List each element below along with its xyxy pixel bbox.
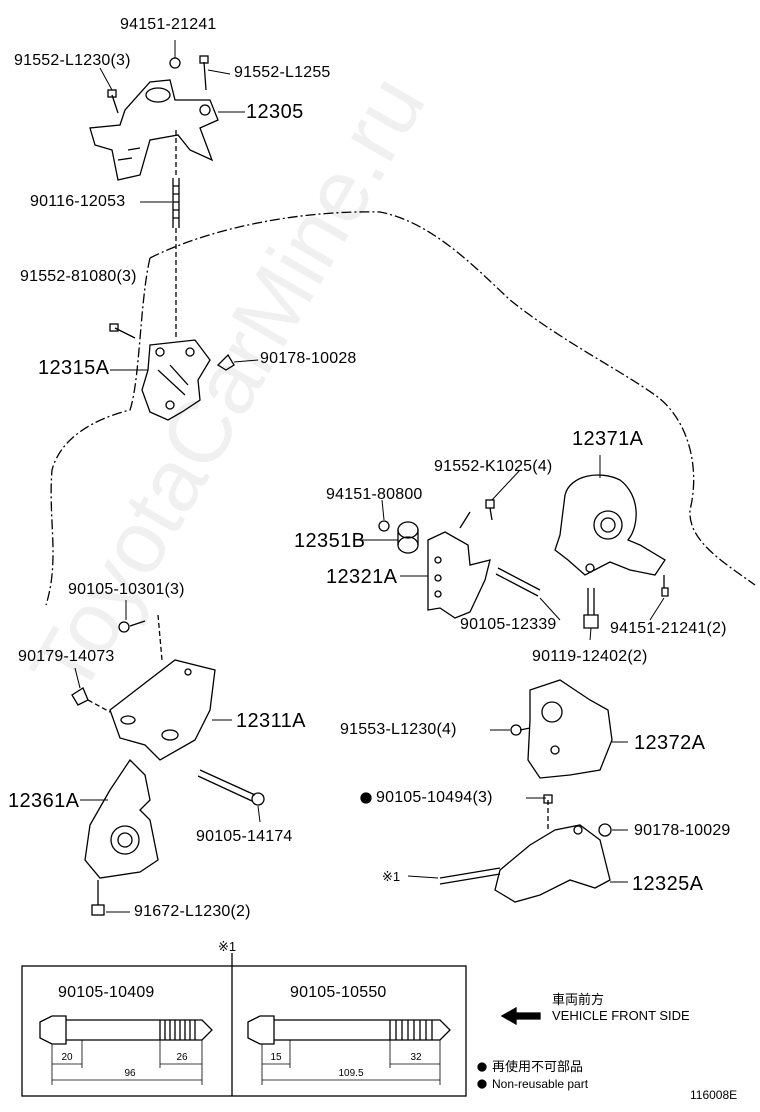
nut-90178-10029 bbox=[598, 823, 612, 837]
bolt-90105-12339 bbox=[495, 567, 541, 597]
label-91552-81080: 91552-81080(3) bbox=[20, 268, 137, 285]
engine-outline bbox=[149, 211, 756, 586]
bolt-table bbox=[21, 953, 467, 1097]
mount-12371A bbox=[554, 474, 666, 576]
label-12321A: 12321A bbox=[326, 566, 398, 588]
bolt2-d1: 15 bbox=[270, 1052, 282, 1063]
bolt1-d2: 26 bbox=[176, 1052, 188, 1063]
bracket-12321A bbox=[427, 531, 491, 619]
legend-nonreuse-jp: 再使用不可部品 bbox=[492, 1059, 584, 1074]
label-90105-10301: 90105-10301(3) bbox=[68, 581, 185, 598]
label-90105-14174: 90105-14174 bbox=[196, 828, 293, 845]
nonreusable-dot bbox=[360, 792, 372, 804]
label-12372A: 12372A bbox=[634, 732, 706, 754]
label-12315A: 12315A bbox=[38, 357, 110, 379]
engine-outline-left bbox=[45, 257, 151, 606]
bolt-90105-10301 bbox=[129, 620, 146, 627]
nut-94151-80800 bbox=[378, 520, 390, 532]
legend-nonreuse-en: Non-reusable part bbox=[492, 1077, 589, 1091]
bolt-90119 bbox=[587, 588, 595, 615]
bracket-12325A bbox=[494, 824, 611, 903]
label-94151-80800: 94151-80800 bbox=[326, 486, 423, 503]
label-91552-L1230: 91552-L1230(3) bbox=[14, 52, 131, 69]
bolt2-total: 109.5 bbox=[338, 1068, 364, 1079]
bolt1-total: 96 bbox=[124, 1068, 136, 1079]
bolt1-part: 90105-10409 bbox=[58, 984, 155, 1001]
bolt2-d2: 32 bbox=[410, 1052, 422, 1063]
bracket-12311A bbox=[109, 659, 216, 761]
table-header-mark: ※1 bbox=[218, 939, 237, 954]
label-90178-10029: 90178-10029 bbox=[634, 822, 731, 839]
legend-front-jp: 車両前方 bbox=[552, 992, 605, 1007]
legend-dot-2 bbox=[477, 1079, 487, 1089]
mount-12372A bbox=[527, 679, 613, 779]
label-91553-L1230: 91553-L1230(4) bbox=[340, 721, 457, 738]
bolt-drawing-2 bbox=[247, 1015, 451, 1085]
label-12305: 12305 bbox=[246, 101, 304, 123]
label-note-mark: ※1 bbox=[382, 869, 401, 884]
label-90116-12053: 90116-12053 bbox=[30, 193, 126, 210]
bolt-91553 bbox=[519, 727, 531, 731]
label-91552-K1025: 91552-K1025(4) bbox=[434, 458, 553, 475]
nut-90179-14073 bbox=[71, 687, 89, 706]
label-91552-L1255: 91552-L1255 bbox=[234, 64, 331, 81]
label-12371A: 12371A bbox=[572, 428, 644, 450]
label-90119-12402: 90119-12402(2) bbox=[532, 648, 648, 665]
label-12361A: 12361A bbox=[8, 790, 80, 812]
bracket-12315A bbox=[141, 339, 211, 421]
label-90178-10028: 90178-10028 bbox=[260, 350, 357, 367]
nut-94151-top bbox=[169, 57, 181, 69]
bolt2-part: 90105-10550 bbox=[290, 984, 387, 1001]
bushing-12351B bbox=[397, 521, 419, 554]
mount-12361A bbox=[84, 758, 159, 879]
figure-id: 116008E bbox=[690, 1088, 738, 1102]
front-arrow bbox=[500, 1006, 541, 1026]
nut-90178-10028 bbox=[216, 353, 235, 371]
label-12311A: 12311A bbox=[236, 710, 306, 732]
label-90105-12339: 90105-12339 bbox=[460, 616, 557, 633]
bolt1-d1: 20 bbox=[61, 1052, 73, 1063]
mount-12305 bbox=[89, 79, 219, 181]
label-94151-21241-2: 94151-21241(2) bbox=[610, 620, 727, 637]
legend-front-en: VEHICLE FRONT SIDE bbox=[552, 1008, 690, 1023]
bolt-90105-14174 bbox=[197, 769, 256, 802]
label-91672-L1230: 91672-L1230(2) bbox=[134, 903, 251, 920]
label-90179-14073: 90179-14073 bbox=[18, 648, 115, 665]
label-94151-21241: 94151-21241 bbox=[120, 16, 217, 33]
legend-dot-1 bbox=[477, 1062, 487, 1072]
bolt-91552-K1025 bbox=[459, 507, 493, 529]
label-90105-10494: 90105-10494(3) bbox=[376, 789, 493, 806]
bolt-drawing-1 bbox=[39, 1015, 213, 1085]
stud-90116 bbox=[172, 178, 180, 228]
bolt-90105-10494 bbox=[543, 794, 553, 804]
bolt-note-1 bbox=[439, 867, 501, 885]
label-12351B: 12351B bbox=[294, 530, 366, 552]
label-12325A: 12325A bbox=[632, 873, 704, 895]
